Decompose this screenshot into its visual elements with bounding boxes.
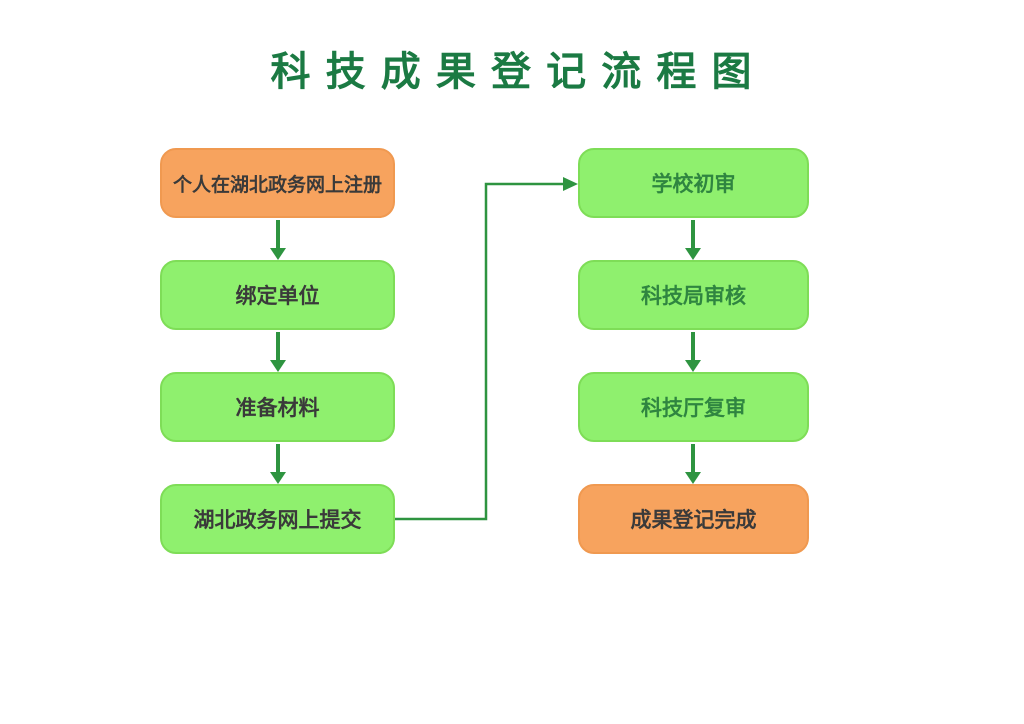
flow-arrow-right-2: [685, 332, 701, 372]
flow-node-bind-unit: 绑定单位: [160, 260, 395, 330]
flow-node-label: 绑定单位: [235, 285, 320, 308]
page-title: 科 技 成 果 登 记 流 程 图: [270, 50, 754, 94]
flow-arrow-left-1: [270, 220, 286, 260]
flow-node-department-review: 科技厅复审: [578, 372, 809, 442]
flow-node-registration-complete: 成果登记完成: [578, 484, 809, 554]
flow-arrow-right-1: [685, 220, 701, 260]
flow-node-label: 学校初审: [651, 173, 736, 196]
flow-arrow-right-3: [685, 444, 701, 484]
flow-node-label: 湖北政务网上提交: [193, 509, 362, 532]
flow-node-register: 个人在湖北政务网上注册: [160, 148, 395, 218]
flow-node-label: 科技局审核: [641, 285, 746, 308]
flow-arrow-left-3: [270, 444, 286, 484]
flow-arrow-left-2: [270, 332, 286, 372]
flow-node-school-review: 学校初审: [578, 148, 809, 218]
flow-node-label: 准备材料: [235, 397, 320, 420]
flow-node-label: 个人在湖北政务网上注册: [172, 174, 382, 196]
flow-node-prepare-materials: 准备材料: [160, 372, 395, 442]
flow-node-label: 科技厅复审: [641, 397, 746, 420]
flow-node-bureau-review: 科技局审核: [578, 260, 809, 330]
flow-node-label: 成果登记完成: [630, 509, 757, 532]
flow-connector-submit-to-school-review: [395, 177, 578, 521]
flow-node-submit-online: 湖北政务网上提交: [160, 484, 395, 554]
